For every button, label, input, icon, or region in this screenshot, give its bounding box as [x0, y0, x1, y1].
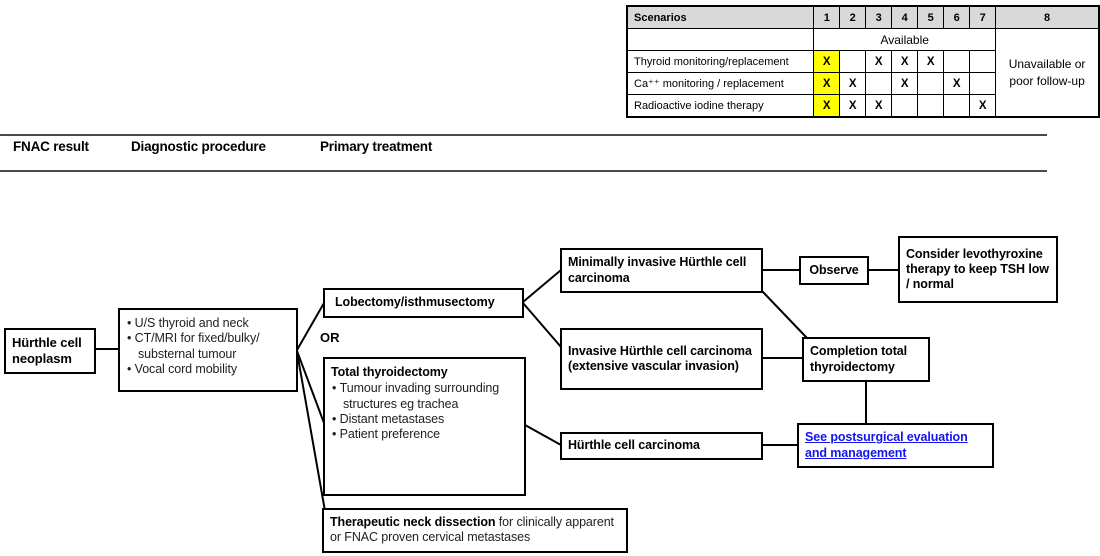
- column-header-diagnostic: Diagnostic procedure: [131, 139, 266, 154]
- row-label: Thyroid monitoring/replacement: [626, 50, 815, 73]
- bullet-item: U/S thyroid and neck: [126, 316, 290, 331]
- box-label: Consider levothyroxine therapy to keep T…: [906, 246, 1049, 292]
- mark-cell: [839, 50, 867, 73]
- mark-cell: X: [865, 50, 893, 73]
- bullet-item: Vocal cord mobility: [126, 362, 290, 377]
- mark-cell: [865, 72, 893, 95]
- empty-cell: [626, 28, 815, 51]
- mark-cell: X: [891, 50, 919, 73]
- box-label: Hürthle cell carcinoma: [568, 438, 700, 453]
- col-6: 6: [943, 5, 971, 29]
- bullet-item: Tumour invading surrounding structures e…: [331, 381, 518, 412]
- row-label: Radioactive iodine therapy: [626, 94, 815, 118]
- col-4: 4: [891, 5, 919, 29]
- table-row: Radioactive iodine therapy X X X X: [626, 94, 1099, 118]
- box-title: Total thyroidectomy: [331, 365, 448, 379]
- mark-cell: [969, 72, 997, 95]
- box-label: Observe: [809, 262, 859, 277]
- mark-cell: X: [839, 72, 867, 95]
- table-row: Ca⁺⁺ monitoring / replacement X X X X: [626, 72, 1099, 95]
- box-text-rest: for clinically apparent or FNAC proven c…: [330, 515, 614, 545]
- mark-cell: [917, 72, 945, 95]
- mark-cell: [943, 50, 971, 73]
- available-label: Available: [813, 28, 997, 51]
- unavailable-label: Unavailable or poor follow-up: [995, 28, 1100, 118]
- box-consider-levothyroxine: Consider levothyroxine therapy to keep T…: [898, 236, 1058, 303]
- box-hurthle-neoplasm: Hürthle cell neoplasm: [4, 328, 96, 374]
- box-postsurgical-link: See postsurgical evaluation and manageme…: [797, 423, 994, 468]
- mark-cell: [917, 94, 945, 118]
- column-header-treatment: Primary treatment: [320, 139, 433, 154]
- mark-cell: X: [813, 50, 841, 73]
- top-rule: [0, 134, 1047, 136]
- box-hurthle-carcinoma: Hürthle cell carcinoma: [560, 432, 763, 460]
- bottom-rule: [0, 170, 1047, 172]
- box-label: Hürthle cell neoplasm: [12, 335, 82, 366]
- available-row: Available Unavailable or poor follow-up: [626, 28, 1100, 118]
- box-observe: Observe: [799, 256, 869, 285]
- mark-cell: X: [943, 72, 971, 95]
- col-2: 2: [839, 5, 867, 29]
- bullet-item: Patient preference: [331, 427, 518, 442]
- col-7: 7: [969, 5, 997, 29]
- mark-cell: X: [839, 94, 867, 118]
- or-label: OR: [320, 330, 340, 345]
- box-therapeutic-neck-dissection: Therapeutic neck dissection for clinical…: [322, 508, 628, 553]
- mark-cell: [891, 94, 919, 118]
- box-label: Completion total thyroidectomy: [810, 344, 908, 374]
- box-minimally-invasive: Minimally invasive Hürthle cell carcinom…: [560, 248, 763, 293]
- postsurgical-link[interactable]: See postsurgical evaluation and manageme…: [805, 430, 968, 460]
- mark-cell: X: [917, 50, 945, 73]
- bullet-item: CT/MRI for fixed/bulky/ substernal tumou…: [126, 331, 290, 362]
- box-label: Minimally invasive Hürthle cell carcinom…: [568, 255, 747, 285]
- box-label: Invasive Hürthle cell carcinoma (extensi…: [568, 343, 752, 373]
- col-3: 3: [865, 5, 893, 29]
- scenarios-table: Scenarios 1 2 3 4 5 6 7 8 Available Unav…: [626, 5, 1100, 118]
- mark-cell: [969, 50, 997, 73]
- col-8: 8: [995, 5, 1100, 29]
- box-total-thyroidectomy: Total thyroidectomy Tumour invading surr…: [323, 357, 526, 496]
- mark-cell: X: [865, 94, 893, 118]
- scenarios-header-row: Scenarios 1 2 3 4 5 6 7 8: [626, 5, 1100, 29]
- box-completion-thyroidectomy: Completion total thyroidectomy: [802, 337, 930, 382]
- mark-cell: X: [969, 94, 997, 118]
- box-diagnostic-procedures: U/S thyroid and neck CT/MRI for fixed/bu…: [118, 308, 298, 392]
- bullet-item: Distant metastases: [331, 412, 518, 427]
- mark-cell: X: [813, 94, 841, 118]
- box-label: Lobectomy/isthmusectomy: [335, 295, 495, 310]
- col-1: 1: [813, 5, 841, 29]
- scenarios-title: Scenarios: [626, 5, 815, 29]
- col-5: 5: [917, 5, 945, 29]
- box-title-bold: Therapeutic neck dissection: [330, 515, 496, 529]
- mark-cell: X: [813, 72, 841, 95]
- box-invasive-carcinoma: Invasive Hürthle cell carcinoma (extensi…: [560, 328, 763, 390]
- column-header-fnac: FNAC result: [13, 139, 89, 154]
- mark-cell: X: [891, 72, 919, 95]
- box-lobectomy: Lobectomy/isthmusectomy: [323, 288, 524, 318]
- mark-cell: [943, 94, 971, 118]
- row-label: Ca⁺⁺ monitoring / replacement: [626, 72, 815, 95]
